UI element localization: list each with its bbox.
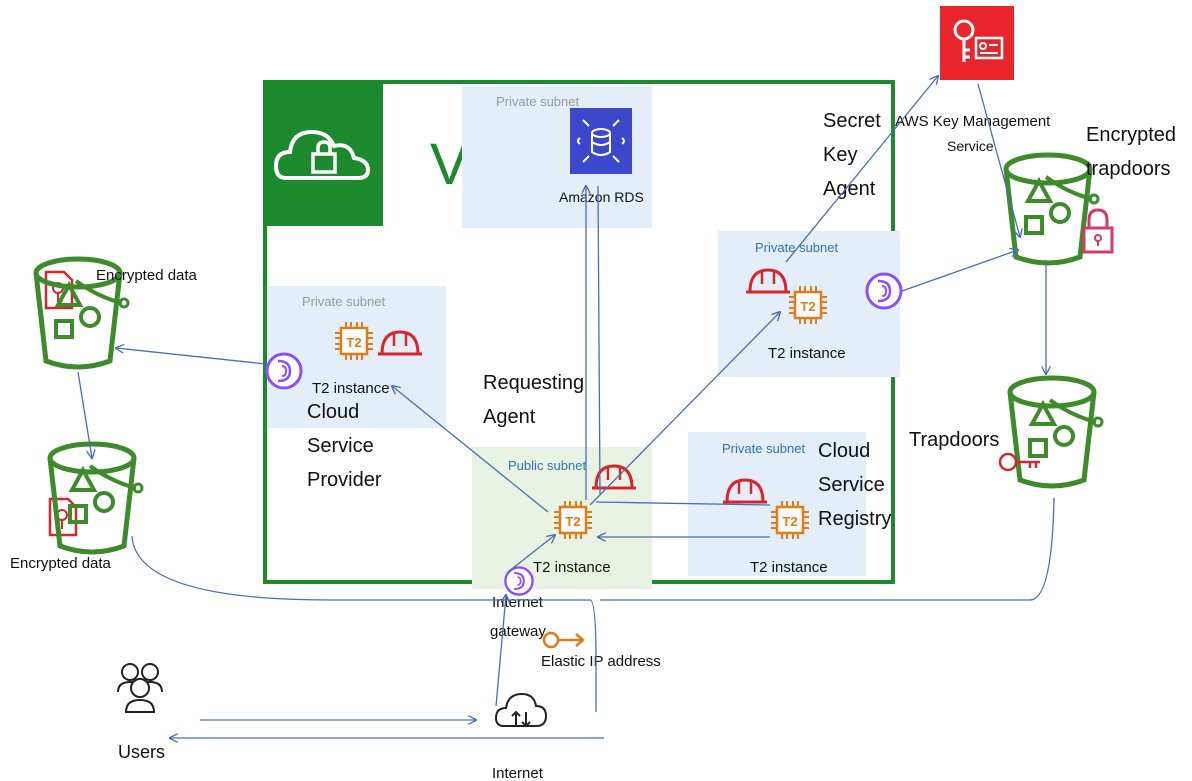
encrypted-trapdoors-line1: Encrypted	[1086, 124, 1176, 146]
kms-label-line1: AWS Key Management	[895, 113, 1051, 130]
endpoint-icon-csp	[265, 352, 303, 390]
cloud-lock-icon	[273, 129, 371, 180]
subnet-rds-label: Private subnet	[496, 94, 579, 109]
trapdoors-label: Trapdoors	[909, 429, 999, 451]
csp-agent-line1: Cloud	[307, 401, 359, 423]
rds-icon	[570, 108, 632, 174]
requesting-agent-line2: Agent	[483, 406, 536, 428]
rds-label: Amazon RDS	[559, 189, 644, 205]
registry-agent-line3: Registry	[818, 508, 891, 530]
encrypted-data-bottom-label: Encrypted data	[10, 555, 112, 572]
subnet-public-label: Public subnet	[508, 458, 586, 473]
subnet-csp-label: Private subnet	[302, 294, 385, 309]
encrypted-data-top-label: Encrypted data	[96, 267, 198, 284]
chip-public-text: T2	[565, 514, 580, 529]
elastic-ip-label: Elastic IP address	[541, 653, 661, 670]
requesting-agent-line1: Requesting	[483, 372, 584, 394]
instance-registry-label: T2 instance	[750, 559, 828, 576]
internet-gateway-line1: Internet	[492, 594, 544, 611]
internet-label: Internet	[492, 765, 544, 781]
instance-public-label: T2 instance	[533, 559, 611, 576]
padlock-icon	[1082, 208, 1114, 254]
registry-agent-line1: Cloud	[818, 440, 870, 462]
elastic-ip-icon	[542, 631, 585, 649]
kms-label-line2: Service	[947, 138, 994, 154]
secret-key-agent-line2: Key	[823, 144, 857, 166]
instance-ska-label: T2 instance	[768, 345, 846, 362]
chip-ska-text: T2	[800, 299, 815, 314]
subnet-ska-label: Private subnet	[755, 240, 838, 255]
registry-agent-line2: Service	[818, 474, 885, 496]
encrypted-trapdoors-line2: trapdoors	[1086, 158, 1171, 180]
kms-icon	[940, 6, 1014, 80]
chip-csp-text: T2	[346, 335, 361, 350]
chip-registry-text: T2	[782, 514, 797, 529]
users-icon	[117, 663, 163, 713]
secret-key-agent-line1: Secret	[823, 110, 881, 132]
csp-agent-line2: Service	[307, 435, 374, 457]
subnet-registry-label: Private subnet	[722, 441, 805, 456]
connectors	[77, 76, 1055, 738]
internet-gateway-line2: gateway	[490, 623, 546, 640]
bucket-trapdoors	[1010, 378, 1102, 486]
users-label: Users	[118, 742, 165, 762]
csp-agent-line3: Provider	[307, 469, 382, 491]
endpoint-icon-ska	[865, 272, 903, 310]
instance-csp-label: T2 instance	[312, 380, 390, 397]
internet-cloud-icon	[494, 692, 548, 728]
key-icon	[998, 452, 1040, 472]
secret-key-agent-line3: Agent	[823, 178, 876, 200]
